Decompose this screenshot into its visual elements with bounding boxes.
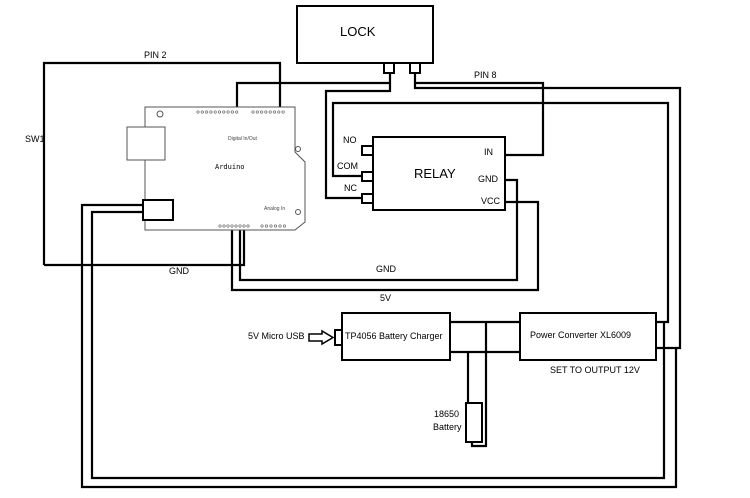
charger-label: TP4056 Battery Charger (345, 331, 443, 341)
header-pin (222, 224, 226, 228)
gnd-relay-label: GND (376, 264, 396, 274)
relay-nc-label: NC (344, 183, 357, 193)
header-pin (226, 110, 230, 114)
pin2-label: PIN 2 (144, 50, 167, 60)
converter-note: SET TO OUTPUT 12V (550, 365, 640, 375)
header-pin (222, 110, 226, 114)
header-pin (213, 110, 217, 114)
header-pin (196, 110, 200, 114)
charger-usb-port (334, 329, 343, 346)
arduino-analog-label: Analog In (264, 206, 286, 212)
lock-terminal-right (409, 62, 421, 74)
arduino-digital-label: Digital In/Out (228, 136, 257, 142)
wires (42, 61, 682, 489)
header-pin (282, 224, 287, 228)
pin8-label: PIN 8 (474, 70, 497, 80)
wire-lock-12v (413, 73, 682, 350)
converter-box (519, 312, 657, 361)
header-pin (277, 110, 281, 114)
header-pin (272, 110, 277, 114)
header-pin (251, 110, 255, 114)
converter-label: Power Converter XL6009 (530, 330, 632, 340)
relay-box (372, 136, 506, 211)
gnd-left-label: GND (169, 266, 189, 276)
battery-label-1: 18650 (434, 409, 460, 419)
wire-pin2 (42, 61, 282, 265)
lock-box (296, 5, 434, 64)
relay-gnd-label: GND (478, 174, 498, 184)
header-pin (234, 224, 238, 228)
lock-label: LOCK (340, 24, 376, 39)
header-pin (218, 224, 222, 228)
header-pin (269, 224, 273, 228)
wire-battery-neg (470, 322, 488, 448)
wire-pin8-relay-in (416, 81, 545, 157)
header-pin (242, 224, 246, 228)
relay-in-label: IN (484, 147, 493, 157)
relay-label: RELAY (414, 166, 456, 181)
header-pin (273, 224, 278, 228)
battery-label-2: Battery (433, 422, 462, 432)
header-pin (205, 110, 209, 114)
wire-com-12v (331, 101, 670, 324)
header-pin (268, 110, 272, 114)
header-pin (235, 110, 239, 114)
usb-label: 5V Micro USB (248, 331, 305, 341)
lock-terminal-left (383, 62, 395, 74)
sw1-label: SW1 (25, 134, 45, 144)
header-pin (255, 110, 259, 114)
relay-nc-terminal (361, 193, 374, 204)
relay-no-label: NO (343, 135, 357, 145)
header-pin (281, 110, 285, 114)
header-pin (217, 110, 222, 114)
header-pin (264, 110, 268, 114)
relay-no-terminal (361, 145, 374, 156)
header-pin (260, 110, 264, 114)
wire-arduino-power-2 (90, 210, 666, 480)
header-pin (209, 110, 213, 114)
wire-relay-gnd (238, 178, 519, 282)
relay-com-terminal (361, 171, 374, 182)
header-pin (260, 224, 264, 228)
header-pin (230, 224, 234, 228)
wire-pin8 (235, 81, 390, 112)
5v-label: 5V (380, 293, 392, 303)
header-pin (238, 224, 242, 228)
battery (465, 402, 483, 443)
relay-com-label: COM (337, 161, 358, 171)
header-pin (226, 224, 230, 228)
arduino-label: Arduino (215, 163, 245, 171)
wire-sw1-gnd (44, 222, 246, 267)
header-pin (246, 224, 250, 228)
wire-arduino-power-1 (80, 203, 678, 489)
header-pin (278, 224, 282, 228)
relay-vcc-label: VCC (481, 196, 501, 206)
arduino-board (126, 106, 306, 231)
header-pin (230, 110, 234, 114)
wire-lock-nc (324, 73, 392, 200)
header-pin (200, 110, 204, 114)
usb-arrow-icon (308, 329, 335, 346)
wire-relay-vcc (230, 200, 540, 292)
header-pin (264, 224, 269, 228)
